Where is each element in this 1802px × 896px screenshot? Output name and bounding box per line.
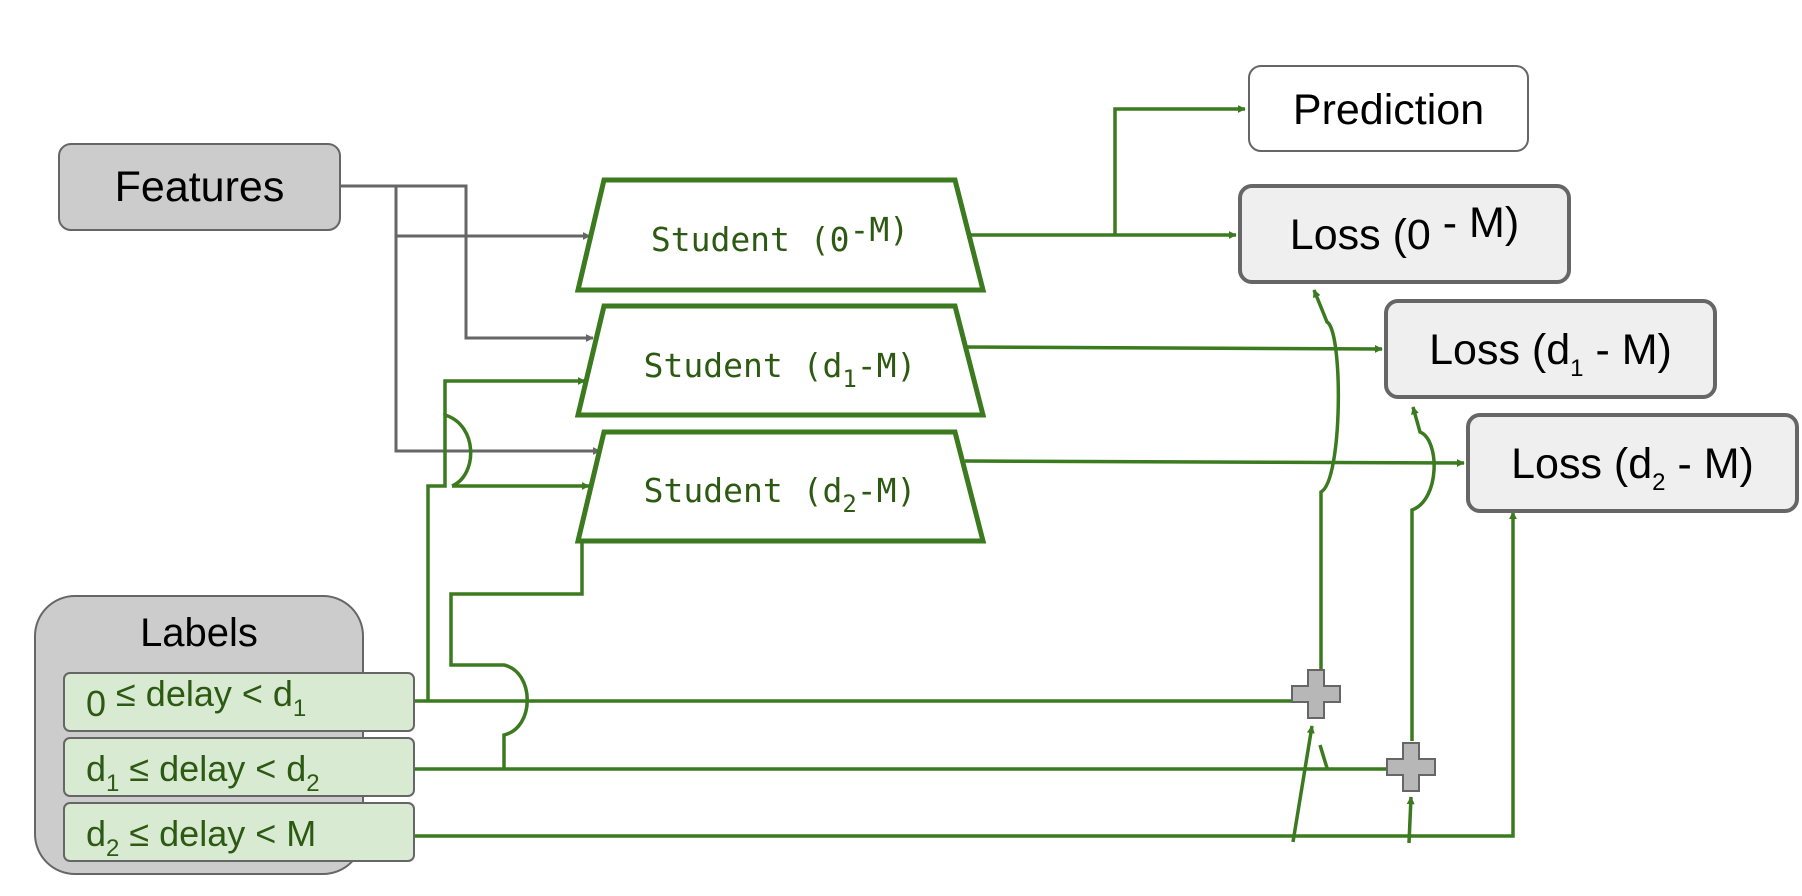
student-0-label: Student (0-M) — [651, 210, 909, 259]
loss-d2-node: Loss (d2 - M) — [1466, 413, 1799, 513]
student-d1-to-loss-d1-arrow — [964, 344, 1383, 353]
label-item-2-text: d2 ≤ delay < M — [86, 813, 316, 862]
label-item-2-box — [63, 802, 415, 862]
student-0-node: Student (0-M) — [574, 177, 987, 293]
labels-panel: Labels 0 ≤ delay < d1 d1 ≤ delay < d2 d2… — [34, 595, 415, 875]
label-d1-into-plus-1-line — [1318, 744, 1329, 769]
label-item-2: d2 ≤ delay < M — [63, 802, 415, 862]
plus-icon — [1291, 669, 1341, 719]
feature-to-student-d2-arrow — [394, 236, 601, 455]
student-0-to-prediction-arrow — [1113, 105, 1246, 235]
prediction-label: Prediction — [1293, 86, 1484, 134]
label-item-1: d1 ≤ delay < d2 — [63, 737, 415, 797]
student-d1-shape — [574, 303, 987, 418]
label-0-to-student-d1-upper — [443, 377, 586, 415]
feature-to-student-0-arrow — [340, 184, 591, 240]
label-d2-to-plus-1-arrow — [1291, 725, 1315, 843]
plus-2-to-loss-d1-arrow — [1410, 406, 1436, 741]
label-item-0-text: 0 ≤ delay < d1 — [86, 673, 306, 724]
student-d1-label: Student (d1-M) — [644, 346, 917, 393]
feature-to-student-d1-arrow — [396, 184, 594, 342]
loss-d1-label: Loss (d1 - M) — [1429, 326, 1672, 382]
plus-1-shape — [1291, 669, 1341, 719]
prediction-node: Prediction — [1248, 65, 1529, 152]
labels-title: Labels — [140, 611, 258, 655]
features-node: Features — [58, 143, 341, 231]
student-0-shape — [574, 177, 987, 293]
plus-icon — [1386, 742, 1436, 792]
plus-2-shape — [1386, 742, 1436, 792]
label-d2-to-loss-d2-arrow — [414, 511, 1517, 838]
student-d2-to-loss-d2-arrow — [964, 458, 1465, 467]
student-d2-node: Student (d2-M) — [574, 429, 987, 544]
loss-0-node: Loss (0 - M) — [1238, 184, 1571, 284]
loss-d2-box — [1466, 413, 1799, 513]
label-item-0: 0 ≤ delay < d1 — [63, 672, 415, 732]
student-d2-shape — [574, 429, 987, 544]
label-item-1-box — [63, 737, 415, 797]
feature-connectors — [340, 184, 601, 455]
features-box — [58, 143, 341, 231]
loss-d1-box — [1384, 299, 1717, 399]
loss-0-label: Loss (0 - M) — [1290, 199, 1519, 259]
label-item-1-text: d1 ≤ delay < d2 — [86, 748, 320, 797]
loss-d2-label: Loss (d2 - M) — [1511, 440, 1754, 496]
student-d1-node: Student (d1-M) — [574, 303, 987, 418]
loss-d1-node: Loss (d1 - M) — [1384, 299, 1717, 399]
features-label: Features — [115, 163, 285, 211]
label-0-to-student-d1-arrow — [426, 412, 473, 701]
prediction-box — [1248, 65, 1529, 152]
label-connectors — [414, 105, 1517, 844]
label-d1-to-student-d2-arrow — [449, 528, 586, 768]
label-d2-to-plus-2-arrow — [1406, 796, 1415, 844]
label-item-0-box — [63, 672, 415, 732]
student-d2-label: Student (d2-M) — [644, 471, 917, 518]
loss-0-box — [1238, 184, 1571, 284]
plus-1-to-loss-0-arrow — [1312, 289, 1341, 670]
